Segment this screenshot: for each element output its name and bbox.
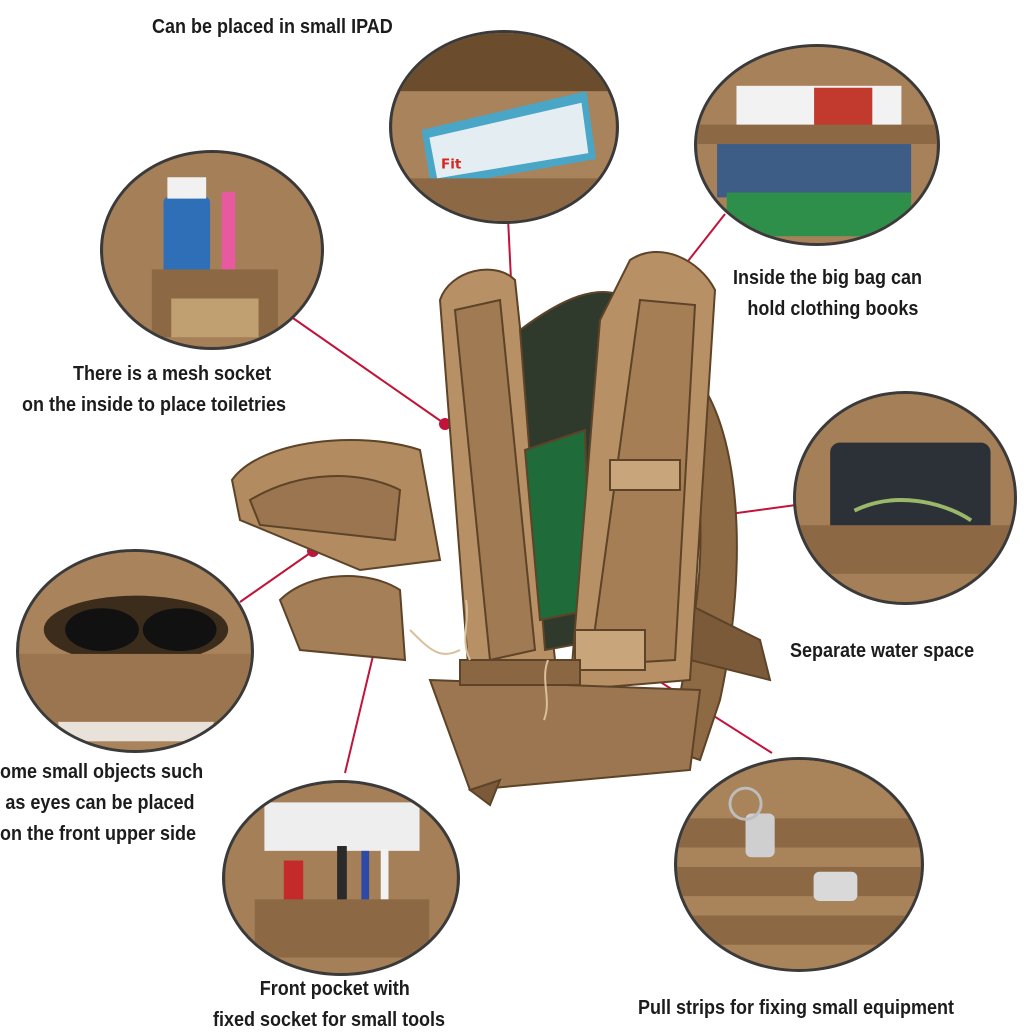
label-ipad: Can be placed in small IPAD — [152, 16, 393, 38]
label-front-pocket: Front pocket with fixed socket for small… — [213, 978, 446, 1031]
glasses-pocket-photo — [16, 549, 254, 753]
pull-strips-photo — [674, 757, 924, 972]
label-mesh-socket: There is a mesh socket on the inside to … — [22, 363, 287, 416]
toiletries-mesh-photo — [100, 150, 324, 350]
book-title: Fit — [441, 157, 462, 173]
water-space-photo — [793, 391, 1017, 605]
front-pocket-tools-photo — [222, 780, 460, 976]
ipad-pocket-photo: Fit — [389, 30, 619, 224]
label-small-objects: ome small objects such as eyes can be pl… — [0, 761, 204, 845]
label-water-space: Separate water space — [790, 640, 975, 662]
clothing-books-photo — [694, 44, 940, 246]
label-pull-strips: Pull strips for fixing small equipment — [638, 997, 955, 1019]
label-big-bag: Inside the big bag can hold clothing boo… — [733, 267, 923, 320]
